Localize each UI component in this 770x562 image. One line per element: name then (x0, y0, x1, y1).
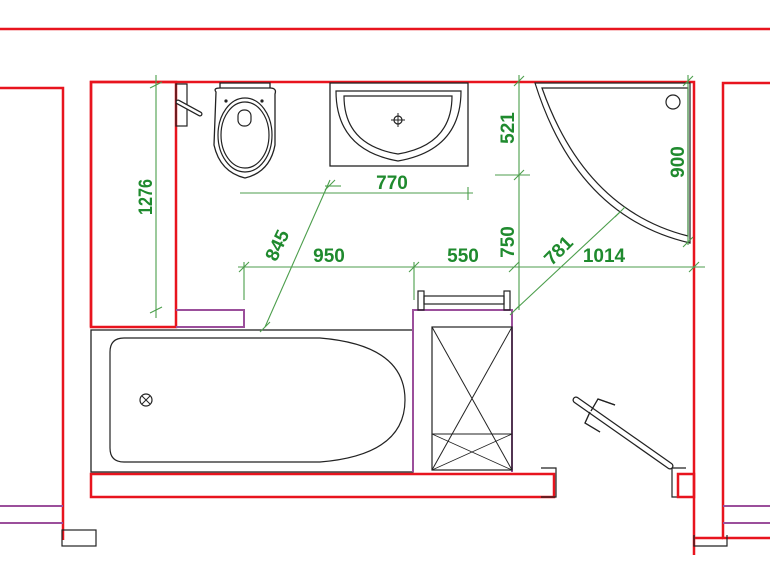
right-wall (721, 81, 770, 540)
dimension-label-845: 845 (262, 226, 295, 264)
towel-rail (417, 290, 511, 311)
dimension-label-1014: 1014 (583, 246, 626, 267)
tub-drain-icon (139, 393, 153, 407)
shower-drain-icon (665, 94, 681, 110)
cabinet (412, 309, 513, 472)
dimension-label-770: 770 (376, 173, 408, 194)
dimension-label-750: 750 (498, 226, 519, 258)
dimension-label-781: 781 (540, 232, 578, 270)
left-column (89, 80, 178, 329)
door-jamb-left (541, 467, 557, 498)
corner-shower (534, 82, 691, 244)
right-wall-foot (693, 535, 728, 547)
bathtub (90, 329, 414, 473)
walls (0, 27, 770, 555)
bath-ledge (176, 309, 245, 328)
paper-holder-icon (175, 83, 203, 127)
dimension-label-521: 521 (498, 112, 519, 144)
dimension-label-900: 900 (668, 146, 689, 178)
dimension-label-550: 550 (447, 246, 479, 267)
dimension-lines (149, 75, 705, 333)
dimension-label-950: 950 (313, 246, 345, 267)
left-wall (0, 86, 65, 540)
door-swing (572, 396, 674, 470)
sink (329, 82, 469, 167)
toilet (213, 82, 277, 179)
dimension-label-1276: 1276 (136, 179, 157, 215)
door-jamb-right-red (676, 472, 696, 499)
left-wall-foot (61, 529, 97, 547)
door-jamb-right (671, 467, 694, 498)
bottom-wall (89, 472, 556, 499)
